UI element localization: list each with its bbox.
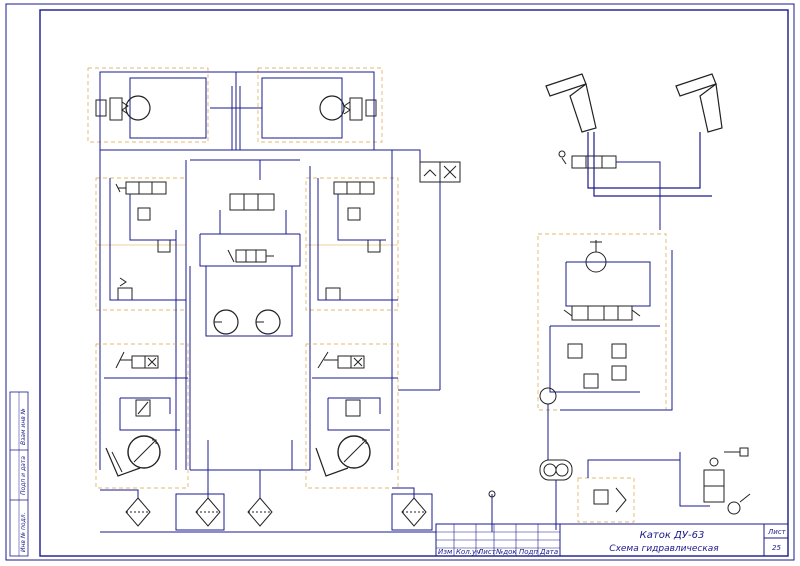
sheet-label: Лист	[767, 528, 787, 536]
col-list: Лист	[477, 548, 497, 556]
steering-valve-top	[558, 150, 661, 230]
drawing-frame	[39, 9, 789, 557]
pilot-valve-top	[398, 161, 461, 391]
col-ndok: №док	[495, 548, 517, 556]
top-right-motor-unit	[257, 67, 383, 143]
col-data: Дата	[539, 548, 558, 556]
col-podp: Подп	[519, 548, 538, 556]
relief-valve-block	[577, 459, 680, 523]
right-valve-group	[305, 150, 399, 470]
steering-cylinders	[545, 73, 723, 197]
col-izm: Изм	[438, 548, 453, 556]
steering-control-unit	[537, 233, 673, 460]
brake-circuit	[679, 447, 751, 515]
drawing-title: Каток ДУ-63	[640, 530, 705, 541]
sheet-border	[5, 3, 795, 561]
twin-pump	[539, 459, 573, 530]
col-kol: Кол.уч	[456, 548, 480, 556]
center-motor-circuit	[189, 193, 310, 471]
sheet-number: 25	[772, 544, 781, 552]
filter-row	[100, 470, 496, 533]
drawing-subtitle: Схема гидравлическая	[609, 544, 719, 554]
top-left-motor-unit	[87, 67, 209, 143]
side-stamp-vzam: Взам инв №	[20, 408, 27, 445]
side-stamp-inv: Инв № подл.	[20, 512, 27, 552]
left-pump-group	[95, 343, 189, 489]
top-pipelines	[99, 71, 421, 180]
side-stamp-podp: Подп и дата	[20, 456, 27, 495]
side-stamp: Взам инв № Подп и дата Инв № подл.	[9, 391, 29, 557]
title-block	[435, 523, 789, 557]
left-valve-group	[95, 150, 187, 470]
right-pump-group	[305, 343, 399, 489]
